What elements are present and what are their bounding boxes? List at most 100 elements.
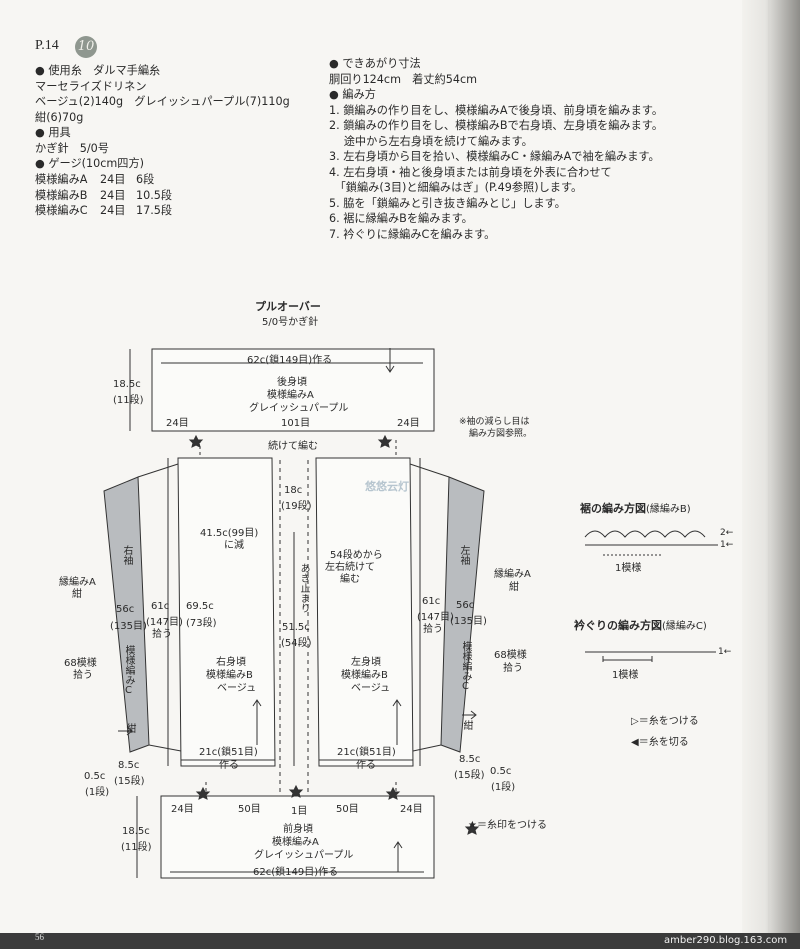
left-body-bottom: 21c(鎖51目): [337, 747, 396, 758]
back-center-sts: 101目: [281, 418, 311, 429]
binding-crease: [768, 0, 770, 949]
left-sleeve-cuff-rows: (15段): [454, 770, 485, 781]
left-sleeve-edge-color: 紺: [509, 582, 519, 593]
right-sleeve-color: 紺: [124, 723, 135, 733]
gauge-rows: 17.5段: [136, 204, 173, 217]
right-sleeve-edge-color: 紺: [72, 589, 82, 600]
join-note: 編む: [340, 574, 360, 585]
left-sleeve-edge: [409, 463, 450, 752]
neck-chart-title-text: 衿ぐりの編み方図: [574, 619, 662, 632]
step-line: 6. 裾に縁編みBを編みます。: [329, 212, 473, 225]
materials-line: ベージュ(2)140g グレイッシュパープル(7)110g: [35, 95, 290, 108]
front-pattern: 模様編みA: [272, 837, 319, 848]
right-body-name: 右身頃: [216, 657, 246, 668]
right-sleeve-pattern: 模様編みC: [123, 645, 134, 696]
left-body-color: ベージュ: [351, 683, 391, 694]
star-legend: ★＝糸印をつける: [468, 820, 547, 831]
legend-attach: ▷＝糸をつける: [631, 712, 699, 727]
back-height-rows: (11段): [113, 395, 144, 406]
front-panel: [160, 795, 435, 879]
connector-line: [205, 782, 397, 796]
left-body-panel: [315, 457, 414, 767]
hem-chart-subtitle: (縁編みB): [646, 504, 691, 515]
left-body-made: 作る: [356, 760, 376, 771]
right-sleeve-cuff: 8.5c: [118, 760, 140, 771]
right-sleeve-loops-word: 拾う: [73, 670, 93, 681]
right-sleeve-name: 右袖: [121, 545, 132, 565]
instructions-block: ● できあがり寸法 胴回り124cm 着丈約54cm ● 編み方 1. 鎖編みの…: [329, 56, 663, 242]
right-sleeve-edge: 縁編みA: [59, 577, 96, 588]
gauge-stitches: 24目: [100, 188, 126, 202]
step-line: 「鎖編み(3目)と細編みはぎ」(P.49参照)します。: [329, 181, 583, 194]
join-note: 54段めから: [330, 550, 383, 561]
right-body-pattern: 模様編みB: [206, 670, 253, 681]
hem-row-2: 2←: [720, 528, 734, 538]
left-sleeve-cuff: 8.5c: [459, 754, 481, 765]
right-sleeve-pick-word: 拾う: [152, 629, 172, 640]
gauge-pattern: 模様編みB: [35, 188, 88, 202]
page-number: 56: [35, 932, 44, 942]
cut-yarn-icon: ◀: [631, 737, 639, 748]
center-length: 51.5c: [282, 622, 310, 633]
front-name: 前身頃: [283, 824, 313, 835]
direction-arrow: [252, 699, 262, 745]
step-line: 1. 鎖編みの作り目をし、模様編みAで後身頃、前身頃を編みます。: [329, 103, 664, 117]
legend-attach-text: ＝糸をつける: [638, 716, 699, 727]
right-body-bottom: 21c(鎖51目): [199, 747, 258, 758]
step-line: 3. 左右身頃から目を拾い、模様編みC・縁編みAで袖を編みます。: [329, 150, 660, 163]
footer-bar: [0, 933, 800, 949]
neck-row-1: 1←: [718, 647, 732, 657]
step-line: 5. 脇を「鎖編みと引き抜き編みとじ」します。: [329, 196, 566, 210]
materials-block: ● 使用糸 ダルマ手編糸 マーセライズドリネン ベージュ(2)140g グレイッ…: [35, 63, 290, 172]
left-sleeve-trim: 0.5c: [490, 766, 512, 777]
hem-unit: 1模様: [615, 563, 642, 574]
front-mid-right-sts: 50目: [336, 804, 359, 815]
right-sleeve-loops: 68模様: [64, 658, 97, 669]
right-sleeve-length: 56c: [116, 604, 135, 615]
left-sleeve-loops-word: 拾う: [503, 663, 523, 674]
gauge-stitches: 24目: [100, 204, 126, 217]
back-top-dimension: 62c(鎖149目)作る: [247, 355, 333, 366]
front-height: 18.5c: [122, 826, 150, 837]
hem-chart-stitches: [584, 530, 718, 546]
gauge-rows: 10.5段: [136, 188, 173, 202]
direction-arrow: [393, 841, 403, 872]
front-right-sts: 24目: [400, 804, 423, 815]
right-sleeve-trim-rows: (1段): [85, 787, 110, 798]
right-body-rows: (73段): [186, 618, 217, 629]
back-left-sts: 24目: [166, 418, 189, 429]
direction-arrow: [392, 699, 402, 745]
front-left-sts: 24目: [171, 804, 194, 815]
gauge-stitches: 24目: [100, 173, 126, 186]
materials-line: マーセライズドリネン: [35, 79, 147, 93]
size-heading: ● できあがり寸法: [329, 57, 421, 70]
opening-stop: あき止まり: [298, 563, 309, 613]
front-mid-left-sts: 50目: [238, 804, 261, 815]
neck-chart-title: 衿ぐりの編み方図(縁編みC): [574, 617, 707, 633]
neck-depth-rows: (19段): [281, 501, 312, 512]
back-height: 18.5c: [113, 379, 141, 390]
step-line: 7. 衿ぐりに縁編みCを編みます。: [329, 227, 496, 241]
connector-line: [199, 440, 397, 458]
left-sleeve-pick-sts: (147目): [417, 612, 454, 623]
right-body-color: ベージュ: [217, 683, 257, 694]
left-sleeve-color: 紺: [461, 720, 472, 730]
direction-arrow: [118, 726, 133, 736]
hem-chart-title: 裾の編み方図(縁編みB): [580, 500, 691, 516]
right-sleeve-trim: 0.5c: [84, 771, 106, 782]
sleeve-note: 編み方図参照。: [469, 429, 533, 439]
hem-row-1: 1←: [720, 540, 734, 550]
gauge-pattern: 模様編みC: [35, 204, 88, 217]
continue-label: 続けて編む: [268, 441, 318, 452]
gauge-pattern: 模様編みA: [35, 173, 88, 186]
book-binding-shadow: [742, 0, 800, 949]
right-sleeve-cuff-rows: (15段): [114, 776, 145, 787]
step-line: 4. 左右身頃・袖と後身頃または前身頃を外表に合わせて: [329, 165, 612, 179]
gauge-row: 模様編みB 24目 10.5段: [35, 188, 172, 204]
dimension-line: [161, 362, 424, 873]
center-length-rows: (54段): [281, 638, 312, 649]
back-right-sts: 24目: [397, 418, 420, 429]
